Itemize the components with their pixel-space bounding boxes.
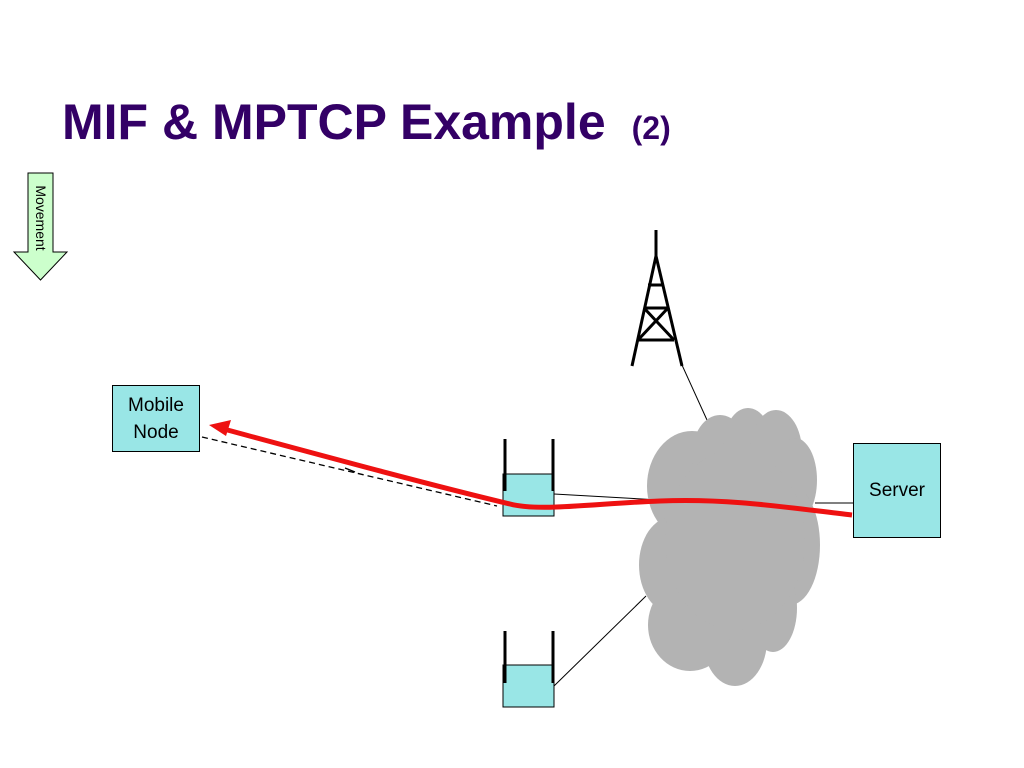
slide-title-text: MIF & MPTCP Example (62, 94, 606, 150)
mobile-node-label-line2: Node (133, 421, 179, 443)
link-tower-cloud (681, 364, 708, 421)
network-cloud (639, 408, 820, 686)
mobile-node-label-line1: Mobile (128, 394, 184, 416)
mobile-node-box: Mobile Node (112, 385, 200, 452)
wireless-link-dashed-2 (344, 467, 356, 473)
link-ap1-cloud (553, 493, 661, 501)
link-ap2-cloud (553, 595, 647, 687)
slide-title-suffix: (2) (631, 110, 671, 146)
cell-tower-icon (630, 255, 684, 367)
wireless-link-dashed-1 (201, 436, 498, 507)
data-path-arrowhead (209, 420, 231, 436)
data-path (219, 425, 853, 518)
down-arrow-icon (12, 172, 69, 281)
server-box: Server (853, 443, 941, 538)
server-label: Server (869, 480, 925, 501)
movement-indicator: Movement (12, 172, 70, 282)
slide-title: MIF & MPTCP Example (2) (62, 92, 671, 158)
movement-arrow-shape (12, 172, 69, 281)
mobile-node-label: Mobile Node (128, 392, 184, 446)
access-point-2 (502, 631, 555, 708)
